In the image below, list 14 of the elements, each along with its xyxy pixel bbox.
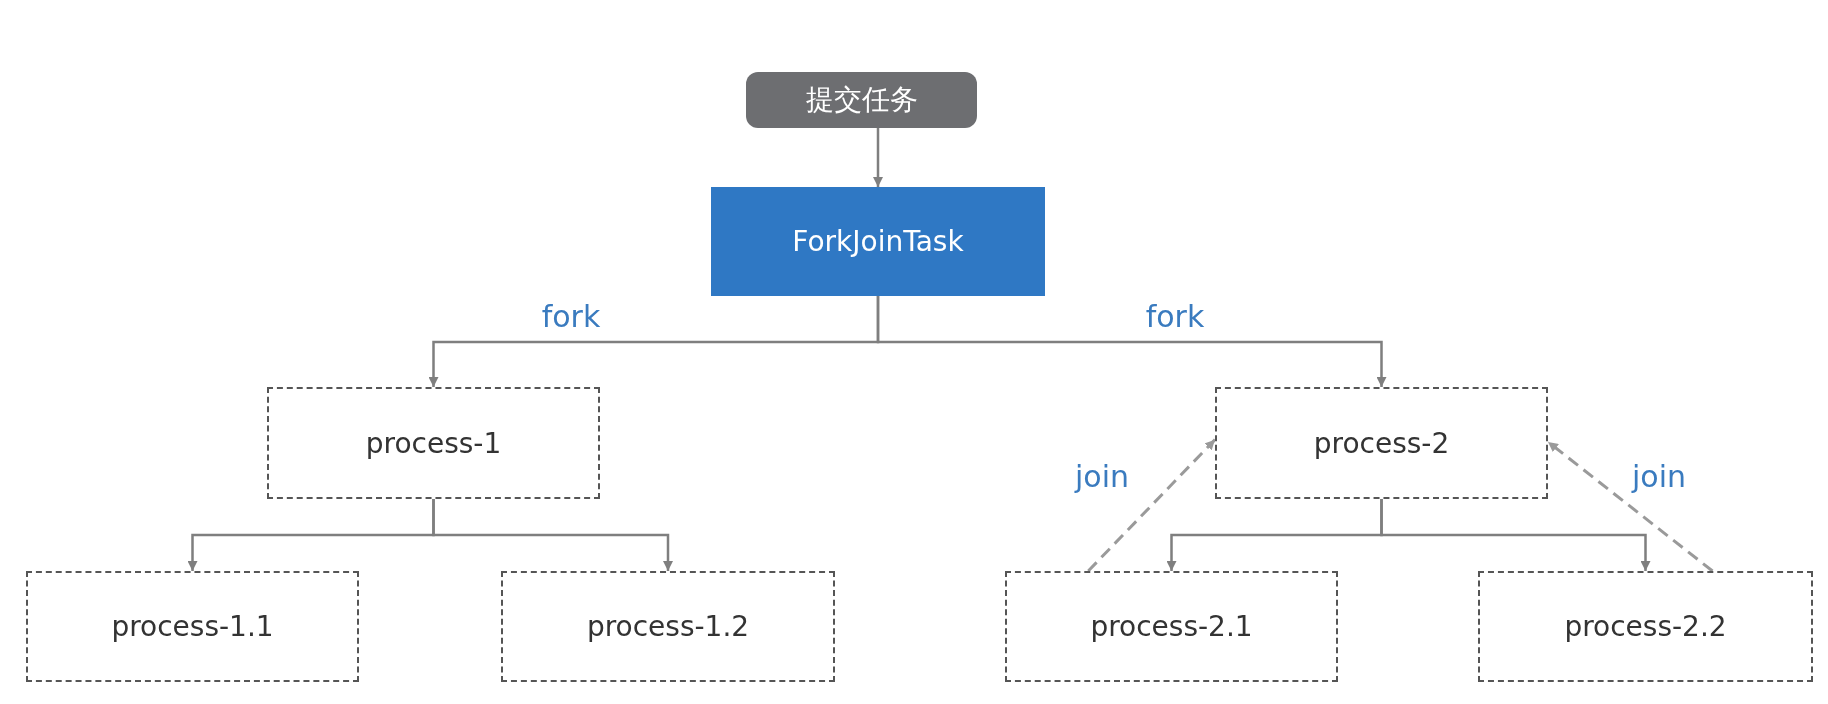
arrow [873, 128, 883, 187]
process-box: process-1 [267, 387, 600, 499]
arrow [432, 499, 673, 571]
arrow [1547, 440, 1714, 573]
arrow [876, 296, 1387, 387]
arrow [1380, 499, 1651, 571]
process-box: process-2.2 [1478, 571, 1813, 682]
arrow [1087, 438, 1217, 573]
process-box: process-1.2 [501, 571, 835, 682]
process-box: process-2 [1215, 387, 1548, 499]
process-box: process-2.1 [1005, 571, 1338, 682]
start-box: 提交任务 [746, 72, 977, 128]
task-box: ForkJoinTask [711, 187, 1045, 296]
process-box: process-1.1 [26, 571, 359, 682]
